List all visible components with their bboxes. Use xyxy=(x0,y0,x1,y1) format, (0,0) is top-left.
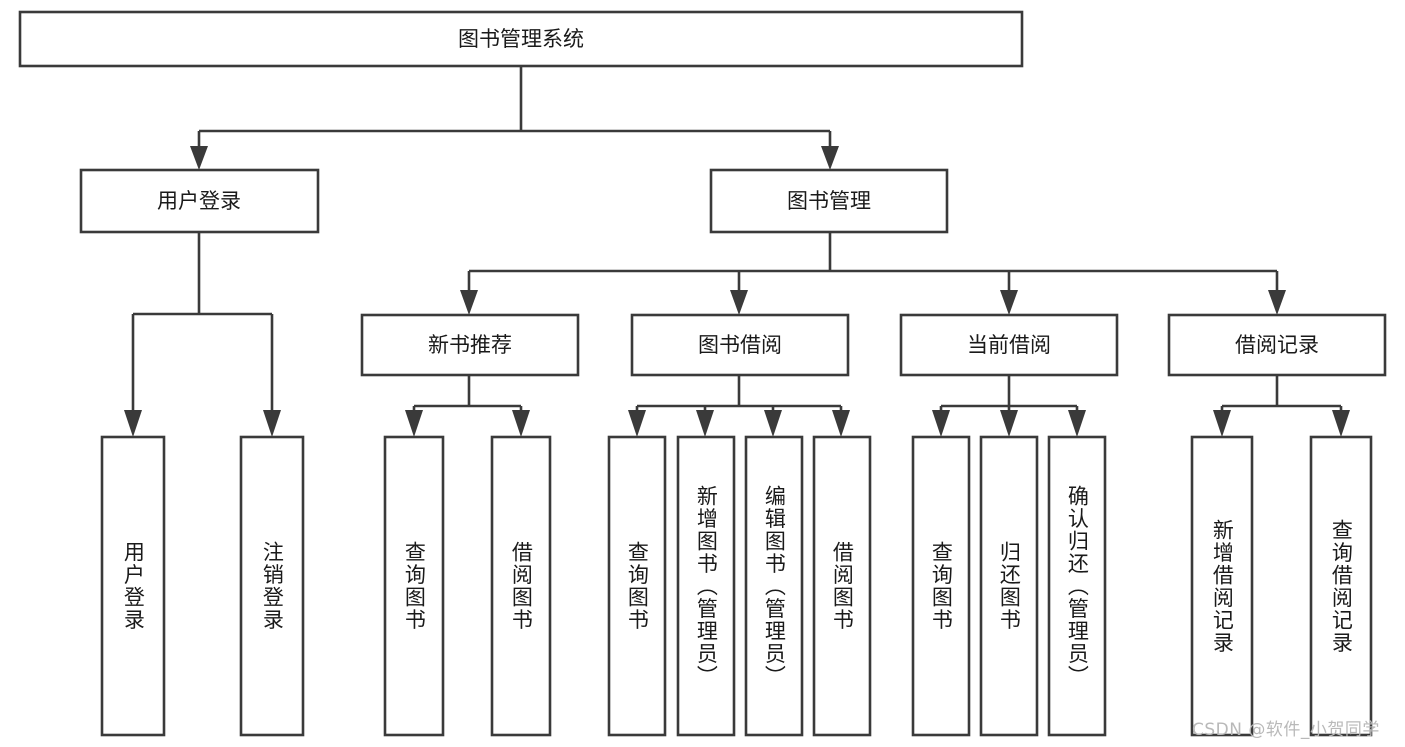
arrow-head-leaf-borrow-book-2 xyxy=(832,410,850,437)
node-root[interactable] xyxy=(18,10,1024,68)
arrow-head-leaf-query-book-2 xyxy=(628,410,646,437)
arrow-head-book-management xyxy=(821,146,839,170)
node-leaf-query-book-3[interactable] xyxy=(911,435,971,737)
node-leaf-return-book[interactable] xyxy=(979,435,1039,737)
label-book-management: 图书管理 xyxy=(787,189,871,213)
arrow-head-book-borrow xyxy=(730,290,748,315)
node-leaf-add-book[interactable] xyxy=(676,435,736,737)
node-leaf-add-record[interactable] xyxy=(1190,435,1254,737)
arrow-head-leaf-query-record xyxy=(1332,410,1350,437)
node-box-group xyxy=(18,10,1387,737)
node-leaf-query-record[interactable] xyxy=(1309,435,1373,737)
arrow-head-new-book-recommend xyxy=(460,290,478,315)
node-user-login[interactable] xyxy=(79,168,320,234)
arrow-head-leaf-add-book xyxy=(696,410,714,437)
node-leaf-borrow-book-1[interactable] xyxy=(490,435,552,737)
node-book-management[interactable] xyxy=(709,168,949,234)
arrow-head-leaf-user-login xyxy=(124,410,142,437)
arrow-head-borrow-record xyxy=(1268,290,1286,315)
arrow-head-leaf-borrow-book-1 xyxy=(512,410,530,437)
label-new-book-recommend: 新书推荐 xyxy=(428,333,512,357)
arrow-head-leaf-confirm-return xyxy=(1068,410,1086,437)
node-book-borrow[interactable] xyxy=(630,313,850,377)
arrow-head-user-login xyxy=(190,146,208,170)
node-leaf-confirm-return[interactable] xyxy=(1047,435,1107,737)
arrow-head-leaf-add-record xyxy=(1213,410,1231,437)
arrow-head-leaf-edit-book xyxy=(764,410,782,437)
arrow-head-leaf-query-book-3 xyxy=(932,410,950,437)
label-borrow-record: 借阅记录 xyxy=(1235,333,1319,357)
node-leaf-edit-book[interactable] xyxy=(744,435,804,737)
arrow-head-leaf-return-book xyxy=(1000,410,1018,437)
horizontal-label-group: 图书管理系统 用户登录 图书管理 新书推荐 图书借阅 当前借阅 借阅记录 xyxy=(157,27,1319,357)
node-leaf-query-book-2[interactable] xyxy=(607,435,667,737)
node-new-book-recommend[interactable] xyxy=(360,313,580,377)
arrow-head-leaf-logout xyxy=(263,410,281,437)
label-root: 图书管理系统 xyxy=(458,27,584,51)
connector-group xyxy=(124,66,1350,437)
node-current-borrow[interactable] xyxy=(899,313,1119,377)
node-borrow-record[interactable] xyxy=(1167,313,1387,377)
arrow-head-leaf-query-book-1 xyxy=(405,410,423,437)
label-user-login: 用户登录 xyxy=(157,189,241,213)
node-leaf-borrow-book-2[interactable] xyxy=(812,435,872,737)
csdn-watermark: CSDN @软件_小贺同学 xyxy=(1192,720,1380,740)
label-book-borrow: 图书借阅 xyxy=(698,333,782,357)
node-leaf-query-book-1[interactable] xyxy=(383,435,445,737)
label-current-borrow: 当前借阅 xyxy=(967,333,1051,357)
node-leaf-logout[interactable] xyxy=(239,435,305,737)
node-leaf-user-login[interactable] xyxy=(100,435,166,737)
arrow-head-current-borrow xyxy=(1000,290,1018,315)
